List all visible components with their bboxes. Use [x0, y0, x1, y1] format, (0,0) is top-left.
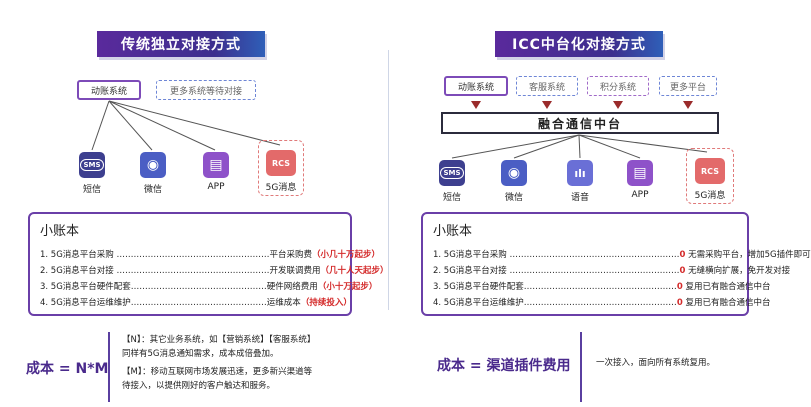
left-title: 传统独立对接方式: [97, 31, 265, 57]
wechat-icon: ◉: [501, 160, 527, 186]
left-rcs-channel: RCS 5G消息: [258, 150, 304, 193]
source-points-system: 积分系统: [587, 76, 649, 96]
right-cost-formula: 成本 = 渠道插件费用: [437, 358, 571, 374]
ledger-row: 1. 5G消息平台采购 ………………………………………………平台采购费（小几十万…: [40, 250, 381, 260]
rcs-icon: RCS: [266, 150, 296, 176]
app-label: APP: [207, 182, 225, 192]
ledger-row: 3. 5G消息平台硬件配套………………………………………………0 复用已有融合通…: [433, 282, 771, 292]
app-icon: ▤: [627, 160, 653, 186]
left-sms-channel: SMS 短信: [69, 152, 115, 195]
right-note: 一次接入，面向所有系统复用。: [596, 358, 716, 368]
right-connector-lines: [451, 134, 708, 159]
arrow-down-icon: [683, 101, 693, 109]
right-voice-channel: ılı 语音: [557, 160, 603, 203]
source-account-system: 动账系统: [444, 76, 508, 96]
left-app-channel: ▤ APP: [193, 152, 239, 192]
wechat-label: 微信: [143, 185, 162, 195]
ledger-title: 小账本: [433, 224, 473, 239]
left-wechat-channel: ◉ 微信: [130, 152, 176, 195]
ledger-row: 4. 5G消息平台运维维护…………………………………………运维成本（持续投入）: [40, 298, 352, 308]
fusion-communication-hub: 融合通信中台: [441, 112, 719, 134]
right-sms-channel: SMS 短信: [429, 160, 475, 203]
app-icon: ▤: [203, 152, 229, 178]
app-label: APP: [631, 190, 649, 200]
ledger-row: 3. 5G消息平台硬件配套…………………………………………硬件网络费用（小十万起…: [40, 282, 378, 292]
left-cost-divider: [108, 332, 110, 402]
sms-icon: SMS: [79, 152, 105, 178]
center-divider: [388, 50, 389, 310]
right-cost-divider: [580, 332, 582, 402]
ledger-row: 1. 5G消息平台采购 ……………………………………………………0 无需采购平台…: [433, 250, 811, 260]
sms-label: 短信: [82, 185, 101, 195]
left-ledger: 小账本 1. 5G消息平台采购 ………………………………………………平台采购费（…: [28, 212, 389, 316]
left-cost-formula: 成本 = N*M: [26, 361, 109, 377]
rcs-icon: RCS: [695, 158, 725, 184]
more-systems-box: 更多系统等待对接: [156, 80, 256, 100]
ledger-row: 4. 5G消息平台运维维护………………………………………………0 复用已有融合通…: [433, 298, 771, 308]
source-more-platforms: 更多平台: [659, 76, 717, 96]
arrow-down-icon: [613, 101, 623, 109]
sms-icon: SMS: [439, 160, 465, 186]
rcs-label: 5G消息: [694, 191, 726, 201]
right-rcs-highlight: [686, 148, 734, 204]
sms-label: 短信: [442, 193, 461, 203]
voice-label: 语音: [570, 193, 589, 203]
right-title: ICC中台化对接方式: [495, 31, 663, 57]
right-rcs-channel: RCS 5G消息: [687, 158, 733, 201]
ledger-row: 2. 5G消息平台对接 ………………………………………………开发联调费用（几十人…: [40, 266, 389, 276]
arrow-down-icon: [542, 101, 552, 109]
wechat-label: 微信: [504, 193, 523, 203]
wechat-icon: ◉: [140, 152, 166, 178]
ledger-title: 小账本: [40, 224, 80, 239]
right-wechat-channel: ◉ 微信: [491, 160, 537, 203]
left-rcs-highlight: [258, 140, 304, 196]
right-ledger: 小账本 1. 5G消息平台采购 ……………………………………………………0 无需…: [421, 212, 811, 316]
right-app-channel: ▤ APP: [617, 160, 663, 200]
left-notes: 【N】：其它业务系统，如【营销系统】【客服系统】 同样有5G消息通知需求，成本成…: [122, 335, 316, 391]
voice-icon: ılı: [567, 160, 593, 186]
source-system-box: 动账系统: [77, 80, 141, 100]
ledger-row: 2. 5G消息平台对接 ……………………………………………………0 无缝横向扩展…: [433, 266, 791, 276]
source-customer-service: 客服系统: [516, 76, 578, 96]
left-connector-lines: [91, 100, 281, 151]
arrow-down-icon: [471, 101, 481, 109]
rcs-label: 5G消息: [265, 183, 297, 193]
